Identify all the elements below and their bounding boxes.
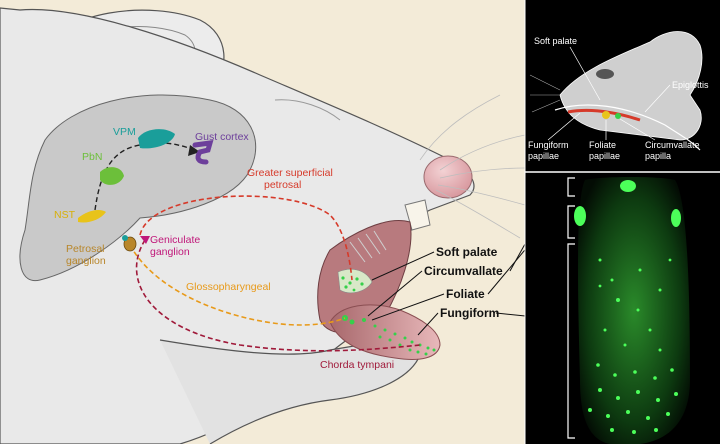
label-geniculate-1: Geniculate — [150, 234, 200, 246]
brain-nuclei — [78, 129, 214, 252]
vpm-nucleus — [138, 129, 175, 149]
inset-head — [559, 31, 703, 141]
brain — [19, 94, 257, 282]
inset-label-soft-palate: Soft palate — [534, 36, 577, 46]
gust-cortex-shape — [192, 140, 214, 165]
label-fungiform: Fungiform — [440, 306, 499, 320]
mouse-nose — [423, 155, 473, 199]
inset-leader-lines — [547, 46, 671, 141]
geniculate-ganglion — [140, 236, 150, 244]
nerve-paths — [94, 142, 421, 352]
label-nst: NST — [54, 209, 76, 221]
label-geniculate-2: ganglion — [150, 246, 190, 258]
mouse-head — [0, 7, 526, 444]
eye-ridge — [274, 99, 341, 121]
nst-nucleus — [78, 210, 106, 223]
central-pathway — [94, 142, 196, 211]
inset-label-circumvallate-2: papilla — [645, 151, 671, 161]
label-foliate: Foliate — [446, 287, 485, 301]
inset-fungiform-red — [567, 108, 641, 122]
label-gust-cortex: Gust cortex — [195, 131, 249, 143]
geniculate-marker — [122, 235, 128, 241]
label-glossopharyngeal: Glossopharyngeal — [186, 281, 271, 293]
palate-ridges — [349, 230, 387, 263]
inset-foliate-dot — [602, 111, 610, 119]
label-soft-palate: Soft palate — [436, 245, 498, 259]
label-petrosal-1: Petrosal — [66, 243, 105, 255]
label-pbn: PbN — [82, 151, 102, 163]
chorda-tympani-path — [135, 239, 421, 352]
tongue — [329, 304, 441, 360]
pbn-nucleus — [100, 167, 124, 185]
fluorescent-taste-buds — [574, 180, 681, 434]
inset-label-foliate-1: Foliate — [589, 140, 616, 150]
inset-schematic: Soft palate Epiglottis Fungiform papilla… — [525, 0, 720, 172]
inset-label-fungiform-2: papillae — [528, 151, 559, 161]
petrosal-ganglion — [123, 236, 137, 252]
label-petrosal-2: ganglion — [66, 255, 106, 267]
glossopharyngeal-path — [129, 244, 346, 326]
label-greater-superficial-2: petrosal — [264, 179, 301, 191]
inset-label-foliate-2: papillae — [589, 151, 620, 161]
label-greater-superficial-1: Greater superficial — [247, 167, 333, 179]
inset-jaw-line — [554, 104, 701, 151]
label-vpm: VPM — [113, 126, 136, 138]
inset-label-circumvallate-1: Circumvallate — [645, 140, 700, 150]
inset-eye — [596, 69, 614, 79]
whiskers — [419, 94, 526, 239]
fluorescence-brackets — [567, 177, 575, 439]
label-chorda-tympani: Chorda tympani — [320, 359, 394, 371]
inset-label-epiglottis: Epiglottis — [672, 80, 709, 90]
inset-fluorescence — [525, 172, 720, 444]
inset-label-fungiform-1: Fungiform — [528, 140, 569, 150]
label-circumvallate: Circumvallate — [424, 264, 503, 278]
pathway-arrowhead — [188, 145, 200, 156]
inset-circumvallate-dot — [615, 113, 621, 119]
inset-whiskers — [529, 74, 561, 113]
greater-superficial-petrosal-path — [139, 195, 353, 281]
fluorescent-tongue — [577, 177, 690, 444]
